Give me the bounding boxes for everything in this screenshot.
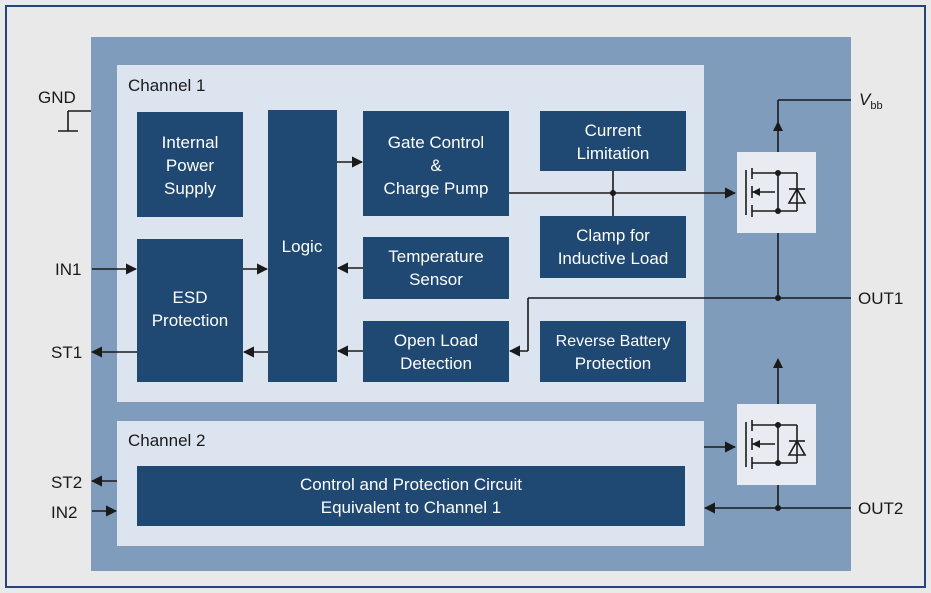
svg-text:Logic: Logic: [282, 237, 323, 256]
pin-gnd-label: GND: [38, 88, 76, 107]
svg-text:Limitation: Limitation: [577, 144, 650, 163]
channel2-title: Channel 2: [128, 431, 206, 450]
pin-st1-label: ST1: [51, 343, 82, 362]
svg-text:Power: Power: [166, 156, 215, 175]
svg-text:Sensor: Sensor: [409, 270, 463, 289]
svg-text:Inductive Load: Inductive Load: [558, 249, 669, 268]
svg-text:Current: Current: [585, 121, 642, 140]
mosfet-channel2: [737, 404, 816, 485]
svg-text:&: &: [430, 156, 442, 175]
svg-text:Clamp for: Clamp for: [576, 226, 650, 245]
logic-block: Logic: [268, 110, 337, 382]
svg-text:Charge Pump: Charge Pump: [384, 179, 489, 198]
svg-text:Temperature: Temperature: [388, 247, 483, 266]
wiring: [58, 99, 851, 517]
internal-power-supply-block: Internal Power Supply: [137, 112, 243, 217]
svg-text:Equivalent to Channel 1: Equivalent to Channel 1: [321, 498, 502, 517]
svg-text:Internal: Internal: [162, 133, 219, 152]
pin-st2-label: ST2: [51, 473, 82, 492]
channel2-control-protection-block: Control and Protection Circuit Equivalen…: [137, 466, 685, 526]
pin-in2-label: IN2: [51, 503, 77, 522]
svg-text:Detection: Detection: [400, 354, 472, 373]
svg-text:Reverse Battery: Reverse Battery: [556, 333, 671, 350]
outer-frame: [5, 5, 926, 588]
mosfet-channel1: [737, 152, 816, 233]
esd-protection-block: ESD Protection: [137, 239, 243, 382]
svg-text:Protection: Protection: [152, 311, 229, 330]
pin-out1-label: OUT1: [858, 289, 903, 308]
gate-control-block: Gate Control & Charge Pump: [363, 111, 509, 216]
svg-text:Open Load: Open Load: [394, 331, 478, 350]
temperature-sensor-block: Temperature Sensor: [363, 237, 509, 299]
svg-text:ESD: ESD: [173, 288, 208, 307]
svg-text:Gate Control: Gate Control: [388, 133, 484, 152]
pin-out2-label: OUT2: [858, 499, 903, 518]
pin-vbb-label: Vbb: [859, 90, 883, 112]
channel1-title: Channel 1: [128, 76, 206, 95]
open-load-detection-block: Open Load Detection: [363, 321, 509, 382]
svg-text:Protection: Protection: [575, 354, 652, 373]
svg-text:Supply: Supply: [164, 179, 216, 198]
svg-text:Control and Protection Circuit: Control and Protection Circuit: [300, 475, 522, 494]
current-limitation-block: Current Limitation: [540, 111, 686, 171]
pin-in1-label: IN1: [55, 260, 81, 279]
clamp-inductive-load-block: Clamp for Inductive Load: [540, 216, 686, 278]
reverse-battery-protection-block: Reverse Battery Protection: [540, 321, 686, 382]
